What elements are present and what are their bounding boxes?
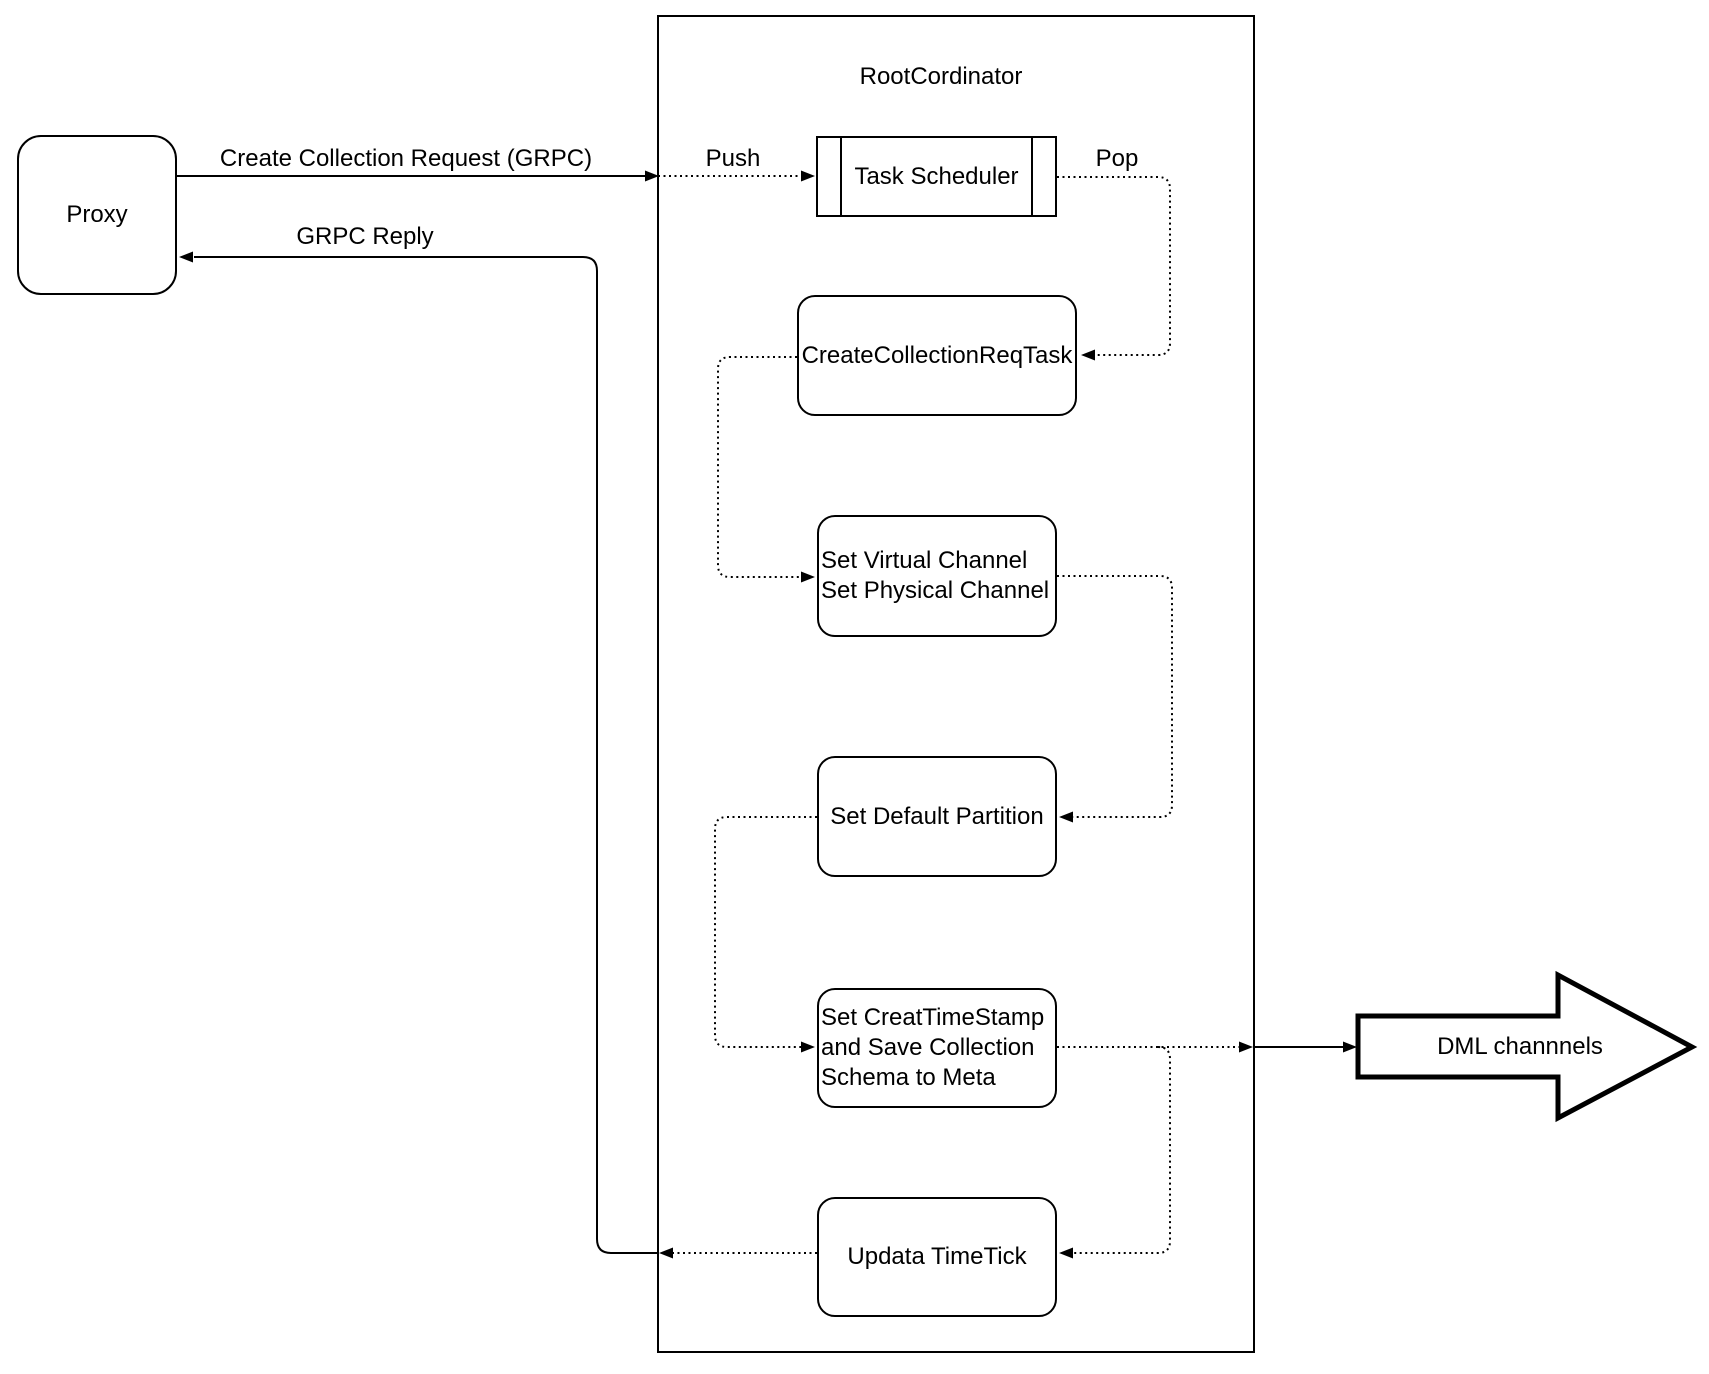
edge-to-set-default-partition [1057, 575, 1173, 818]
set-creat-timestamp-line-2: and Save Collection [821, 1034, 1035, 1061]
task-scheduler-left-bar [840, 138, 842, 215]
root-coordinator-title: RootCordinator [859, 63, 1023, 90]
set-channels-line-2: Set Physical Channel [821, 577, 1050, 604]
set-creat-timestamp-line-1: Set CreatTimeStamp [821, 1004, 1045, 1031]
create-collection-req-task-node[interactable]: CreateCollectionReqTask [797, 295, 1077, 416]
proxy-label: Proxy [66, 201, 128, 228]
dml-channels-label: DML channnels [1437, 1033, 1603, 1060]
edge-label-pop: Pop [1095, 145, 1139, 172]
set-default-partition-label: Set Default Partition [830, 802, 1044, 830]
updata-timetick-label: Updata TimeTick [847, 1243, 1027, 1270]
edge-label-push: Push [705, 145, 761, 172]
edge-grpc-reply [194, 256, 658, 1254]
set-default-partition-node[interactable]: Set Default Partition [817, 756, 1057, 877]
dml-channels-arrow-shape[interactable] [1355, 970, 1698, 1123]
edge-label-create-collection-request: Create Collection Request (GRPC) [219, 145, 593, 172]
arrowheads [179, 170, 1357, 1259]
edge-to-set-creat-timestamp [714, 816, 817, 1048]
create-collection-req-task-label: CreateCollectionReqTask [801, 341, 1073, 369]
edge-pop [1057, 176, 1171, 356]
task-scheduler-label: Task Scheduler [854, 162, 1019, 190]
set-creat-timestamp-node[interactable]: Set CreatTimeStamp and Save Collection S… [817, 988, 1057, 1108]
updata-timetick-node[interactable]: Updata TimeTick [817, 1197, 1057, 1317]
proxy-node[interactable]: Proxy [17, 135, 177, 295]
set-channels-node[interactable]: Set Virtual Channel Set Physical Channel [817, 515, 1057, 637]
edge-to-updata-timetick [1073, 1046, 1171, 1254]
root-coordinator-container[interactable] [657, 15, 1255, 1353]
set-creat-timestamp-line-3: Schema to Meta [821, 1064, 996, 1091]
edge-label-grpc-reply: GRPC Reply [296, 223, 434, 250]
set-channels-line-1: Set Virtual Channel [821, 547, 1028, 574]
task-scheduler-node[interactable]: Task Scheduler [816, 136, 1057, 217]
task-scheduler-right-bar [1031, 138, 1033, 215]
edge-to-set-channels [717, 356, 801, 578]
